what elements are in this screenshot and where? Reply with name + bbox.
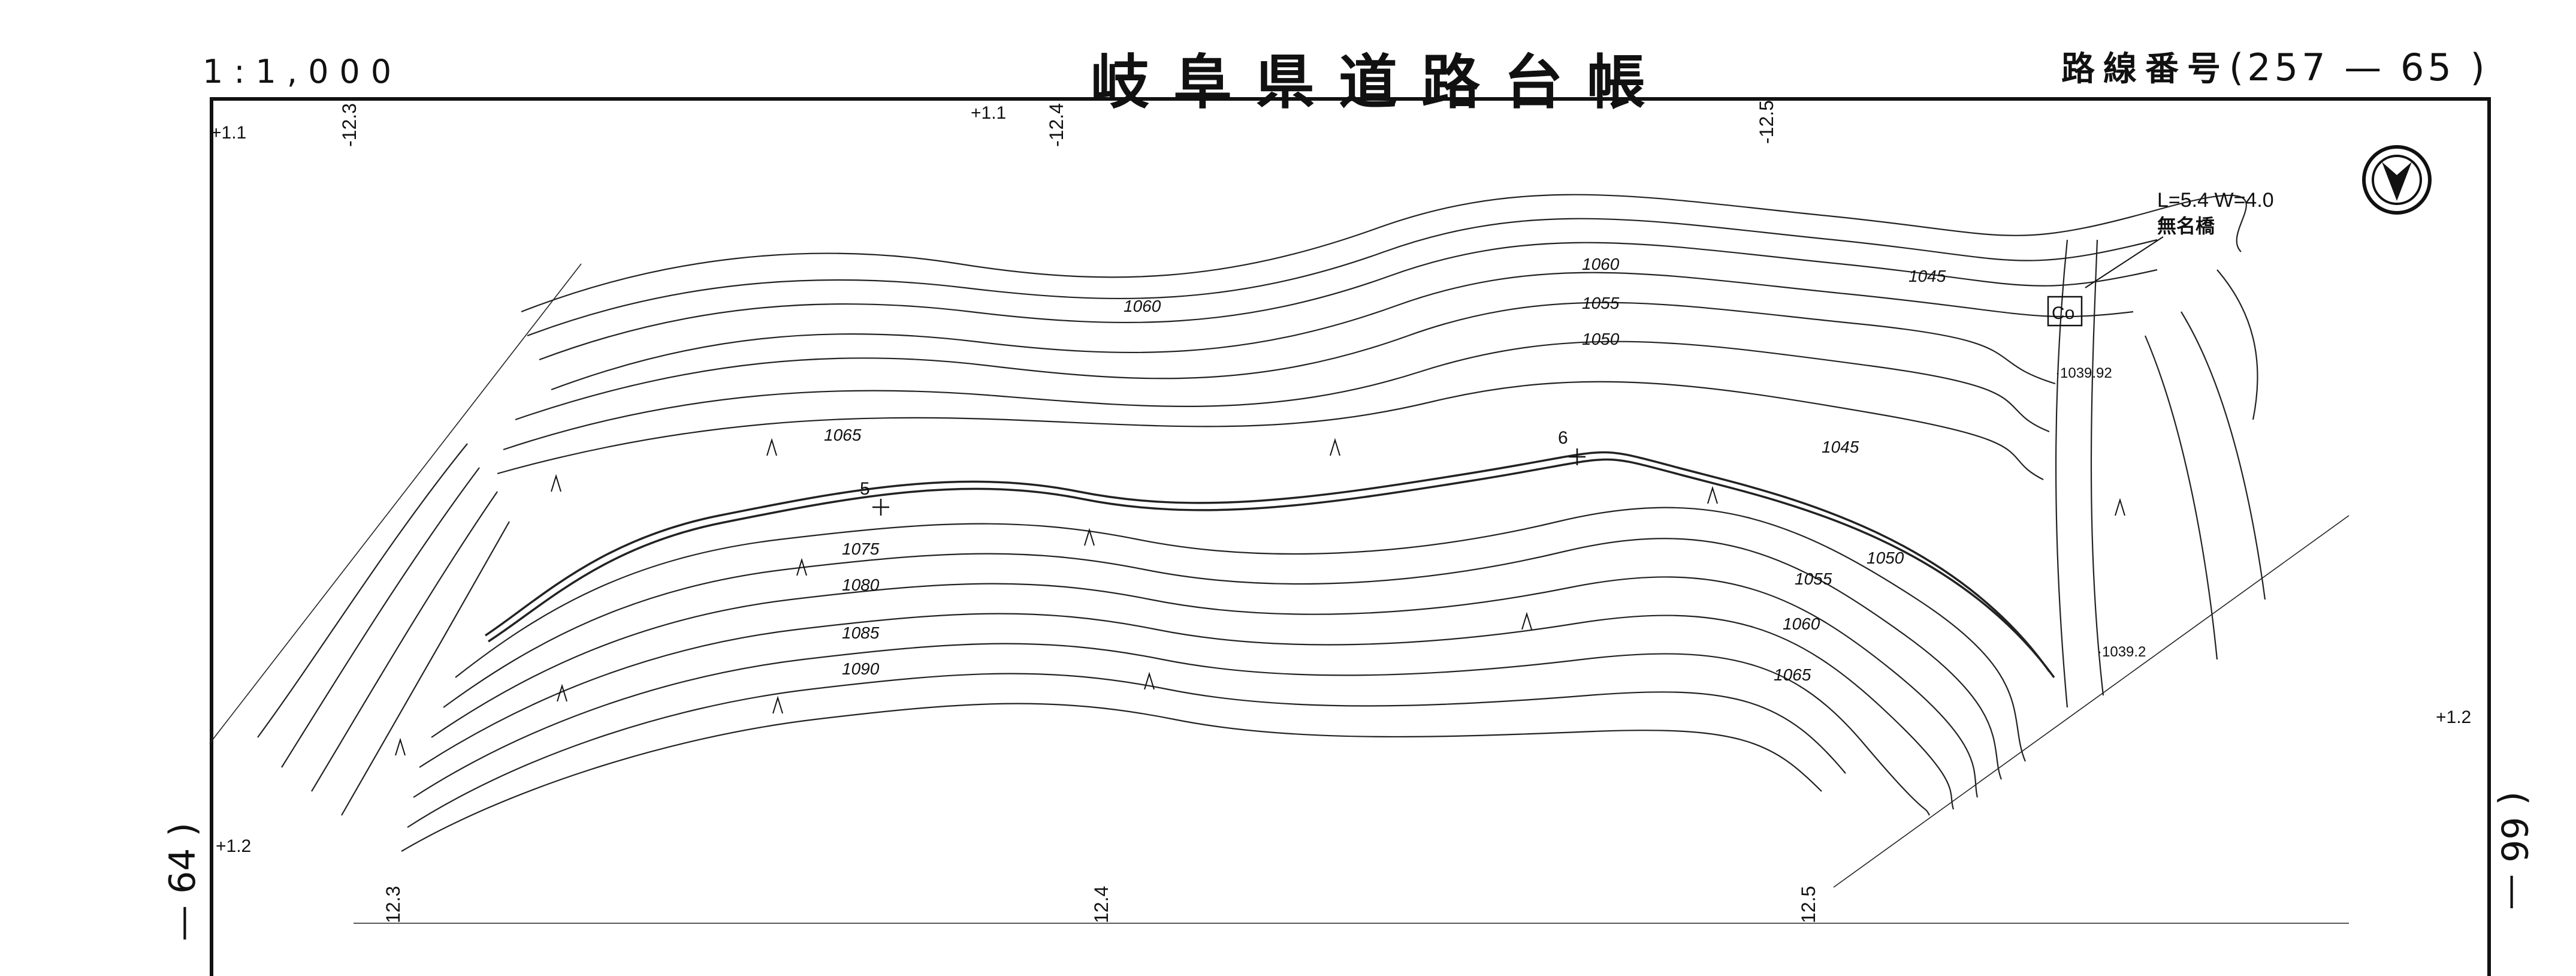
spot-height: ·1039.2 bbox=[2097, 644, 2146, 660]
grid-tick-top-left: +1.1 bbox=[211, 123, 247, 143]
station-5-mark bbox=[872, 499, 889, 516]
contour-label: 1060 bbox=[1783, 614, 1820, 633]
contour-lines bbox=[209, 194, 2349, 924]
contour-label: 1050 bbox=[1867, 549, 1904, 567]
road-ledger-sheet: 1:1,000 岐阜県道路台帳 路線番号(257 — 65 ) +1.1 -12… bbox=[162, 42, 2535, 976]
sheet-title: 岐阜県道路台帳 bbox=[1091, 49, 1670, 117]
station-6-label: 6 bbox=[1558, 428, 1568, 448]
bridge-name: 無名橋 bbox=[2157, 215, 2215, 237]
contour-map: 1060 1060 1055 1050 1045 1065 1075 1080 … bbox=[209, 145, 2432, 924]
spot-height: ·1039.92 bbox=[2055, 365, 2112, 381]
grass-symbol bbox=[1521, 611, 1532, 630]
bridge-leader-line bbox=[2085, 236, 2164, 288]
grid-tick-top-2: +1.1 bbox=[971, 103, 1007, 123]
route-number-value: (257 — 65 ) bbox=[2229, 46, 2489, 89]
contour-label: 1060 bbox=[1124, 297, 1161, 315]
culvert-box bbox=[2047, 296, 2083, 327]
grass-symbol bbox=[1084, 528, 1095, 546]
grass-symbol bbox=[766, 438, 777, 456]
contour-label: 1055 bbox=[1795, 570, 1832, 588]
contour-label: 1090 bbox=[842, 659, 880, 678]
grid-tick-right: +1.2 bbox=[2436, 707, 2472, 727]
grass-symbol bbox=[1144, 671, 1155, 690]
grass-symbol bbox=[1330, 438, 1340, 456]
route-number-label: 路線番号 bbox=[2061, 50, 2229, 89]
station-5-label: 5 bbox=[860, 479, 870, 499]
grass-symbol bbox=[796, 558, 807, 576]
culvert-label: Co bbox=[2052, 303, 2074, 323]
contour-label: 1060 bbox=[1582, 255, 1620, 273]
grass-symbol bbox=[2115, 498, 2125, 516]
stations: 5 6 bbox=[860, 428, 1586, 516]
contour-label: 1050 bbox=[1582, 330, 1620, 348]
grid-tick-left-lower: +1.2 bbox=[216, 836, 252, 856]
contour-label: 1075 bbox=[842, 540, 880, 558]
grass-symbol bbox=[1707, 486, 1718, 504]
contour-label: 1065 bbox=[824, 426, 862, 444]
contour-label: 1080 bbox=[842, 576, 880, 594]
contour-label: 1065 bbox=[1774, 665, 1811, 684]
contour-labels: 1060 1060 1055 1050 1045 1065 1075 1080 … bbox=[824, 255, 1946, 684]
contour-label: 1055 bbox=[1582, 294, 1620, 312]
contour-label: 1045 bbox=[1908, 267, 1946, 285]
route-number: 路線番号(257 — 65 ) bbox=[2061, 42, 2489, 91]
bridge-dimensions: L=5.4 W=4.0 bbox=[2157, 189, 2274, 212]
map-frame bbox=[210, 97, 2491, 976]
grass-symbol bbox=[395, 737, 406, 756]
map-scale: 1:1,000 bbox=[203, 53, 403, 91]
north-arrow-icon bbox=[2362, 145, 2432, 215]
grass-symbol bbox=[557, 683, 567, 702]
vegetation-symbols bbox=[395, 438, 2125, 756]
contour-label: 1045 bbox=[1822, 438, 1859, 456]
grass-symbol bbox=[551, 474, 561, 492]
contour-label: 1085 bbox=[842, 623, 880, 642]
station-6-mark bbox=[1569, 448, 1586, 465]
grass-symbol bbox=[772, 695, 783, 714]
